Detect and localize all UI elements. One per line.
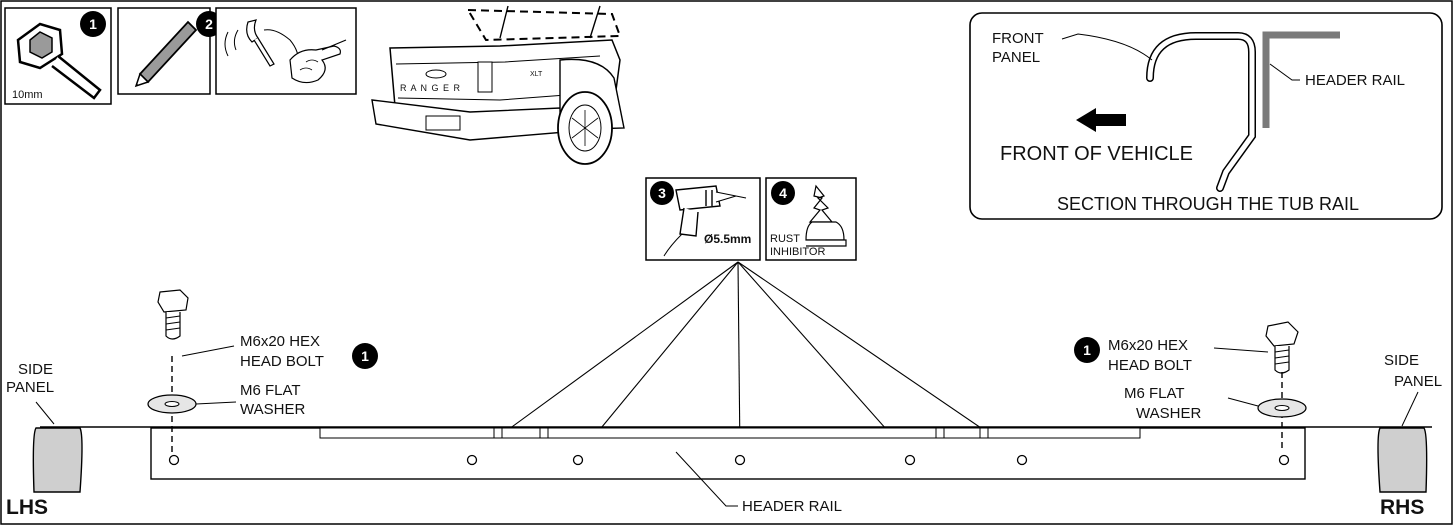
header-rail-leader — [675, 451, 738, 507]
drill-leader-hole-2 — [577, 261, 739, 457]
right-hex-bolt — [1265, 321, 1299, 374]
drill-leader-hole-4 — [737, 261, 911, 457]
wrench-icon — [16, 22, 102, 100]
section-header-rail-label: HEADER RAIL — [1305, 72, 1405, 89]
svg-text:1: 1 — [361, 348, 369, 364]
section-title: SECTION THROUGH THE TUB RAIL — [1057, 194, 1359, 214]
pencil-icon — [134, 20, 198, 88]
tool-rust-inhibitor: 4 RUST INHIBITOR — [765, 177, 857, 261]
left-washer-label-line1: M6 FLAT — [240, 382, 301, 399]
svg-text:4: 4 — [779, 185, 787, 201]
left-bolt-label-line1: M6x20 HEX — [240, 333, 320, 350]
left-hex-bolt — [157, 289, 189, 340]
right-side-panel — [1377, 427, 1428, 493]
svg-text:3: 3 — [658, 185, 666, 201]
rust-label-line1: RUST — [770, 233, 800, 245]
hand-with-tool-icon — [289, 39, 347, 84]
rail-holes — [168, 454, 1290, 466]
rust-label-line2: INHIBITOR — [770, 246, 825, 258]
svg-text:1: 1 — [1083, 342, 1091, 358]
front-panel-label-line1: FRONT — [992, 30, 1044, 47]
tool-hammer-mallet — [215, 7, 357, 95]
svg-text:2: 2 — [205, 16, 213, 32]
trim-badge: XLT — [530, 71, 543, 78]
tool-wrench: 1 10mm — [4, 7, 112, 105]
right-washer-label-line1: M6 FLAT — [1124, 385, 1185, 402]
front-of-vehicle-label: FRONT OF VEHICLE — [1000, 143, 1193, 165]
section-detail: FRONT PANEL HEADER RAIL FRONT OF VEHICLE… — [969, 12, 1443, 220]
lhs-label: LHS — [6, 496, 48, 519]
tailgate-badge: R A N G E R — [400, 83, 461, 93]
drill-hole-4 — [904, 454, 916, 466]
drill-icon — [663, 185, 747, 257]
vehicle-illustration: R A N G E R XLT 4x4 — [371, 5, 625, 165]
tail-light — [477, 61, 493, 93]
header-rail-profile — [1262, 31, 1340, 128]
left-side-panel-label-line1: SIDE — [18, 361, 53, 378]
tool-badge — [80, 11, 106, 37]
header-rail-flange — [319, 427, 1141, 439]
spray-bottle-icon — [805, 184, 847, 247]
right-bolt-label-line2: HEAD BOLT — [1108, 357, 1192, 374]
front-panel-label-line2: PANEL — [992, 49, 1040, 66]
tool-drill: 3 Ø5.5mm — [645, 177, 761, 261]
bolt-hole-right — [1278, 454, 1290, 466]
drill-bit-size: Ø5.5mm — [704, 232, 751, 246]
wrench-size-label: 10mm — [12, 89, 43, 101]
drill-leader-lines — [471, 261, 1023, 457]
tool-badge — [650, 181, 674, 205]
main-assembly: SIDE PANEL LHS M6x20 HEX HEAD BOLT 1 M6 … — [6, 289, 1442, 519]
canopy-dashed-outline — [466, 8, 622, 42]
drill-hole-5 — [1016, 454, 1028, 466]
tool-badge — [771, 181, 795, 205]
drill-leader-hole-5 — [737, 261, 1023, 457]
right-bolt-label-line1: M6x20 HEX — [1108, 337, 1188, 354]
rhs-label: RHS — [1380, 496, 1424, 519]
left-side-panel-label-line2: PANEL — [6, 379, 54, 396]
right-side-panel-label-line1: SIDE — [1384, 352, 1419, 369]
drill-leader-hole-1 — [471, 261, 739, 457]
hammer-icon — [224, 19, 299, 67]
brand-oval — [425, 69, 447, 79]
bolt-badge — [1074, 337, 1100, 363]
right-washer-label-line2: WASHER — [1136, 405, 1201, 422]
tool-pencil: 2 — [117, 7, 222, 95]
drill-leader-hole-3 — [737, 261, 741, 457]
drill-hole-2 — [572, 454, 584, 466]
drill-hole-1 — [466, 454, 478, 466]
drill-hole-3 — [734, 454, 746, 466]
right-side-panel-label-line2: PANEL — [1394, 373, 1442, 390]
svg-text:1: 1 — [89, 16, 97, 32]
header-rail-label: HEADER RAIL — [742, 498, 842, 515]
header-rail-leader — [1269, 63, 1300, 81]
bolt-hole-left — [168, 454, 180, 466]
arrow-left-icon — [1076, 108, 1126, 132]
bolt-badge — [352, 343, 378, 369]
left-bolt-label-line2: HEAD BOLT — [240, 353, 324, 370]
left-side-panel — [32, 427, 83, 493]
section-detail-frame — [969, 12, 1443, 220]
left-washer-label-line2: WASHER — [240, 401, 305, 418]
front-panel-leader — [1061, 33, 1153, 61]
